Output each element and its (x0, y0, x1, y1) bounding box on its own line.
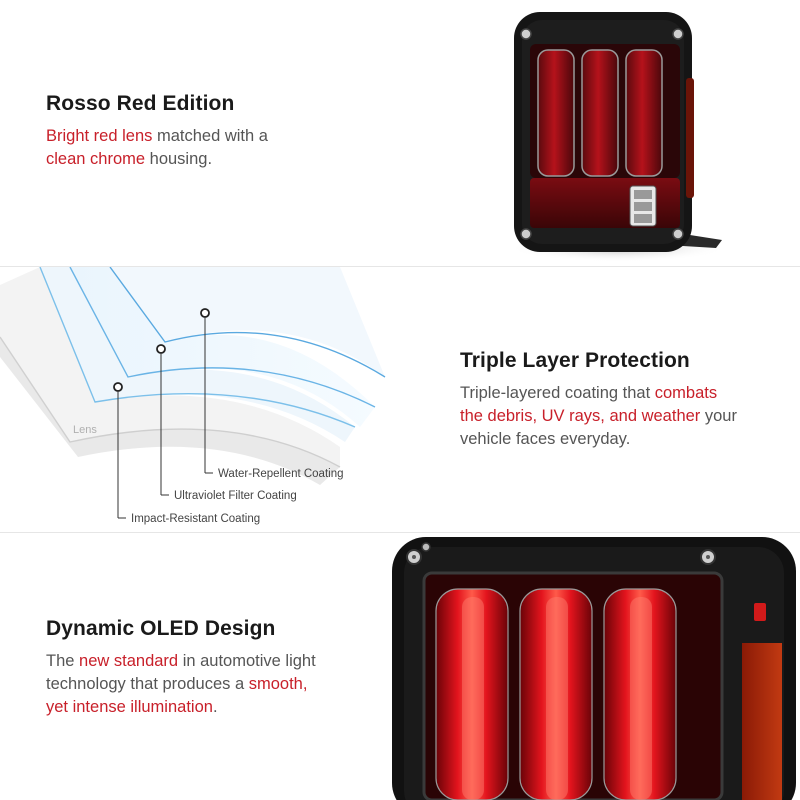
coating-label-impact-resistant: Impact-Resistant Coating (131, 513, 260, 525)
coating-label-water-repellent: Water-Repellent Coating (218, 468, 344, 480)
feature-oled-design: Dynamic OLED Design The new standard in … (0, 533, 800, 800)
lens-layer (0, 336, 341, 468)
body-text: vehicle faces everyday. (460, 430, 631, 448)
highlight-text: smooth, (248, 675, 308, 693)
feature-title: Rosso Red Edition (46, 92, 235, 115)
body-text: . (212, 698, 218, 716)
highlight-text: yet intense illumination (46, 698, 213, 716)
feature-description: Bright red lens matched with a clean chr… (46, 125, 268, 171)
tail-light-image-oled-lit (392, 537, 796, 800)
highlight-text: combats (654, 384, 718, 402)
water-repellent-layer (109, 267, 386, 378)
coating-layers-diagram: Lens Water-Repellent Coating Ultraviolet… (0, 267, 386, 525)
highlight-text: the debris, UV rays, and weather (460, 407, 701, 425)
feature-description: The new standard in automotive light tech… (46, 650, 316, 719)
feature-triple-layer: Lens Water-Repellent Coating Ultraviolet… (0, 267, 800, 532)
highlight-text: new standard (79, 652, 179, 670)
body-text: your (700, 407, 737, 425)
lens-label: Lens (73, 424, 97, 436)
coating-label-uv-filter: Ultraviolet Filter Coating (174, 490, 297, 502)
body-text: Triple-layered coating that (460, 384, 655, 402)
section-divider (0, 532, 800, 533)
feature-rosso-red: Rosso Red Edition Bright red lens matche… (0, 0, 800, 266)
body-text: matched with a (152, 127, 268, 145)
section-divider (0, 266, 800, 267)
body-text: technology that produces a (46, 675, 249, 693)
tail-light-image-rear (508, 12, 728, 262)
body-text: housing. (145, 150, 213, 168)
uv-filter-layer (69, 267, 376, 408)
highlight-text: clean chrome (46, 150, 146, 168)
body-text: The (46, 652, 80, 670)
highlight-text: Bright red lens (46, 127, 153, 145)
body-text: in automotive light (178, 652, 316, 670)
feature-title: Dynamic OLED Design (46, 617, 276, 640)
feature-title: Triple Layer Protection (460, 349, 690, 372)
feature-description: Triple-layered coating that combats the d… (460, 382, 737, 451)
